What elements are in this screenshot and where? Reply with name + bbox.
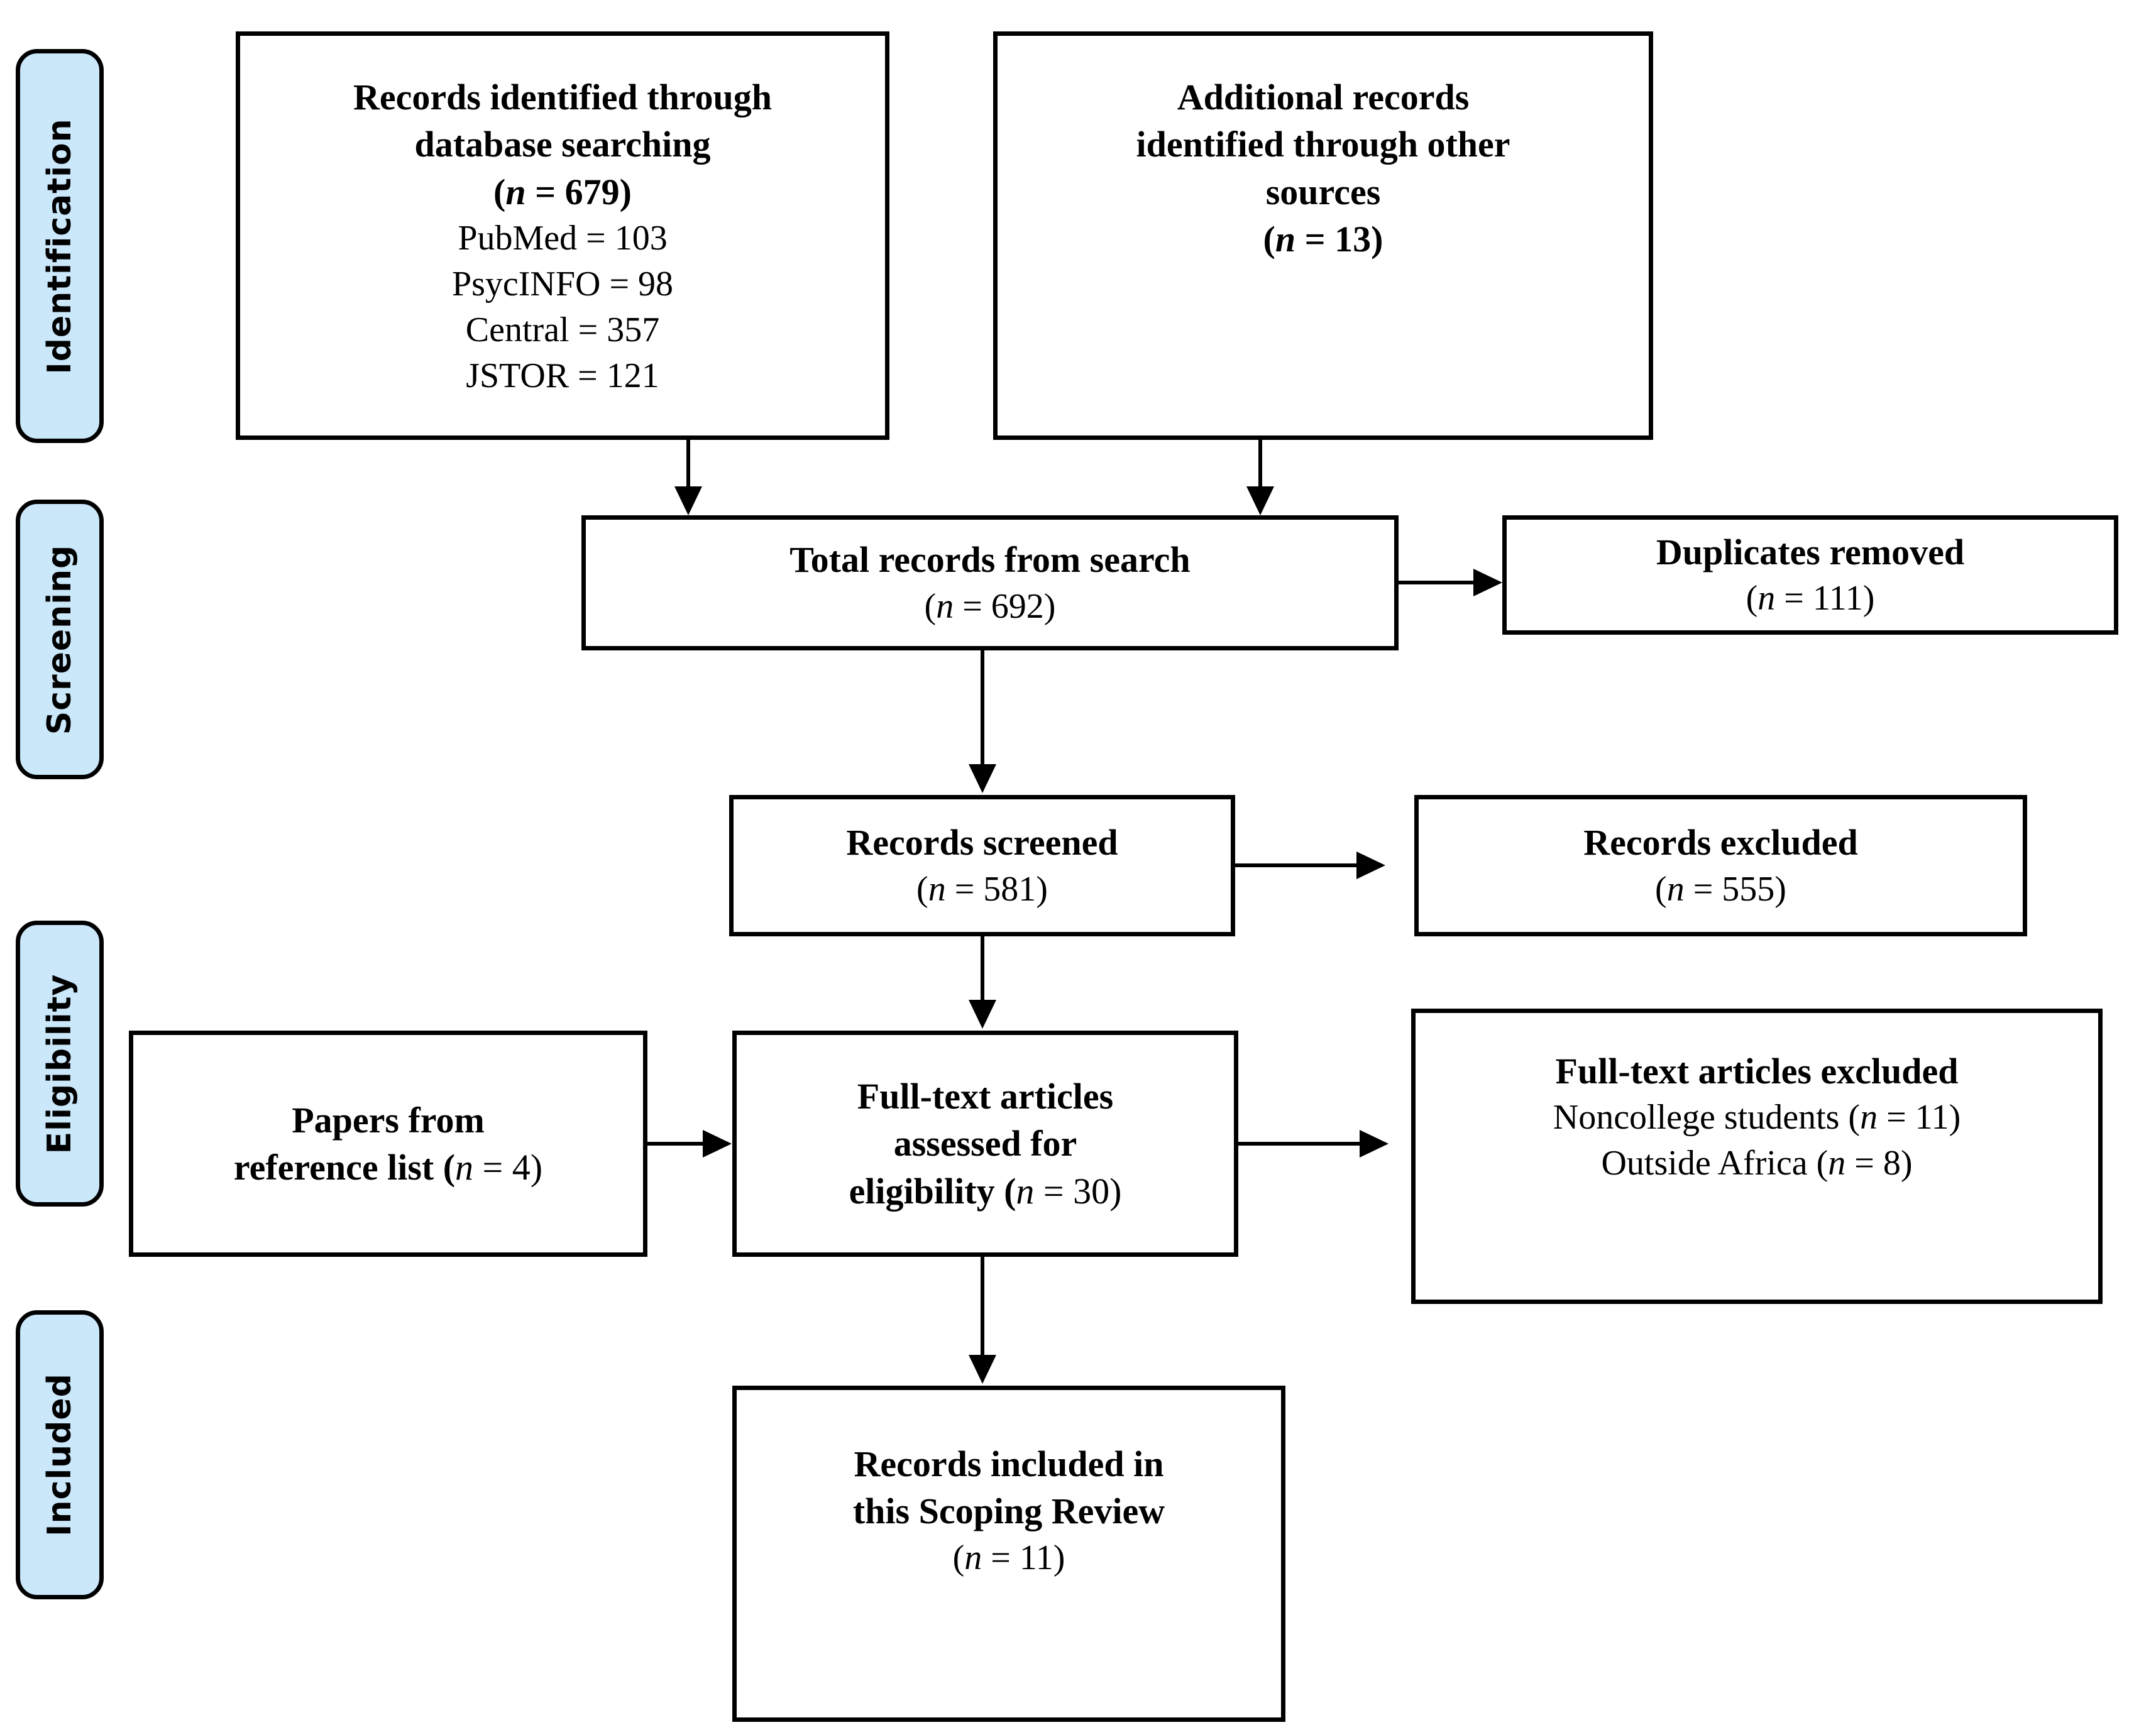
box-additional-records-other-sources: Additional records identified through ot… (993, 31, 1653, 440)
assessed-heading-line3: eligibility (n = 30) (737, 1168, 1234, 1215)
arrowhead-total-to-screened (969, 764, 996, 793)
connector-fulltext-to-included (981, 1257, 984, 1357)
total-count: (n = 692) (586, 584, 1394, 630)
box-papers-from-reference-list: Papers from reference list (n = 4) (129, 1031, 647, 1257)
duplicates-count-prefix: ( (1746, 579, 1758, 618)
total-heading: Total records from search (789, 539, 1191, 581)
included-count-prefix: ( (952, 1538, 965, 1577)
box-records-identified-database: Records identified through database sear… (236, 31, 889, 440)
excluded-count-prefix: ( (1655, 869, 1667, 909)
excluded-count: (n = 555) (1419, 867, 2023, 912)
stage-label-screening: Screening (16, 500, 104, 779)
ftexcluded-heading: Full-text articles excluded (1555, 1051, 1959, 1092)
arrowhead-reflist-to-fulltext (703, 1130, 732, 1158)
arrowhead-db-to-total (674, 486, 702, 515)
box-records-included-scoping-review: Records included in this Scoping Review … (732, 1386, 1285, 1722)
db-heading-line2: database searching (414, 124, 711, 165)
duplicates-count-suffix: = 111) (1775, 579, 1875, 618)
total-count-n: n (936, 586, 954, 626)
excluded-count-suffix: = 555) (1684, 869, 1786, 909)
db-source-central: Central = 357 (465, 310, 660, 349)
ftexcluded-reason1-post: = 11) (1878, 1098, 1961, 1137)
duplicates-heading: Duplicates removed (1656, 531, 1965, 572)
other-count-n: n (1275, 219, 1296, 260)
other-heading-line1: Additional records (1177, 77, 1470, 118)
ftexcluded-reason1-n: n (1860, 1098, 1878, 1137)
total-count-suffix: = 692) (954, 586, 1056, 626)
connector-reflist-to-fulltext (647, 1142, 704, 1146)
assessed-line3-n: n (1016, 1170, 1035, 1212)
db-source-jstor: JSTOR = 121 (466, 356, 659, 395)
box-records-excluded: Records excluded (n = 555) (1414, 795, 2027, 936)
assessed-heading-line2: assessed for (893, 1123, 1077, 1164)
connector-screened-to-fulltext (981, 936, 984, 1002)
db-count: (n = 679) (240, 168, 885, 216)
other-count-suffix: = 13) (1295, 219, 1383, 260)
screened-count-suffix: = 581) (945, 869, 1048, 909)
stage-label-included-text: Included (41, 1373, 79, 1536)
screened-heading: Records screened (846, 822, 1118, 863)
db-source-pubmed: PubMed = 103 (458, 219, 668, 258)
stage-label-identification: Identification (16, 49, 104, 443)
assessed-heading-line1: Full-text articles (857, 1075, 1114, 1117)
db-count-suffix: = 679) (525, 171, 632, 212)
db-count-n: n (505, 171, 526, 212)
arrowhead-screened-to-excluded (1356, 852, 1385, 879)
connector-db-to-total (686, 440, 690, 489)
screened-count: (n = 581) (734, 867, 1231, 912)
included-count: (n = 11) (737, 1535, 1281, 1581)
reflist-heading-line2: reference list (n = 4) (133, 1144, 643, 1191)
screened-count-prefix: ( (916, 869, 928, 909)
reflist-heading-line1: Papers from (292, 1099, 485, 1141)
db-source-psycinfo: PsycINFO = 98 (451, 264, 674, 304)
ftexcluded-reason-noncollege: Noncollege students (n = 11) (1416, 1095, 2098, 1141)
excluded-count-n: n (1666, 869, 1685, 909)
assessed-line3-pre: eligibility ( (849, 1170, 1016, 1212)
box-duplicates-removed: Duplicates removed (n = 111) (1502, 515, 2118, 635)
reflist-line2-post: = 4) (473, 1147, 543, 1188)
stage-label-eligibility-text: Eligibility (41, 973, 79, 1154)
arrowhead-screened-to-fulltext (969, 1000, 996, 1029)
stage-label-screening-text: Screening (41, 544, 79, 735)
reflist-line2-pre: reference list ( (233, 1147, 456, 1188)
db-heading-line1: Records identified through (353, 77, 772, 118)
box-records-screened: Records screened (n = 581) (729, 795, 1235, 936)
duplicates-count-n: n (1757, 579, 1776, 618)
total-count-prefix: ( (924, 586, 937, 626)
screened-count-n: n (928, 869, 946, 909)
included-heading-line2: this Scoping Review (852, 1491, 1165, 1532)
excluded-heading: Records excluded (1583, 822, 1858, 863)
arrowhead-fulltext-to-ftexcluded (1360, 1130, 1389, 1158)
stage-label-eligibility: Eligibility (16, 921, 104, 1207)
connector-total-to-screened (981, 650, 984, 767)
ftexcluded-reason2-pre: Outside Africa ( (1601, 1144, 1829, 1183)
included-heading-line1: Records included in (854, 1443, 1164, 1484)
ftexcluded-reason2-post: = 8) (1845, 1144, 1913, 1183)
ftexcluded-reason-outside-africa: Outside Africa (n = 8) (1416, 1141, 2098, 1186)
box-total-records-from-search: Total records from search (n = 692) (581, 515, 1399, 650)
box-fulltext-articles-excluded: Full-text articles excluded Noncollege s… (1411, 1009, 2103, 1304)
included-count-n: n (964, 1538, 982, 1577)
stage-label-identification-text: Identification (41, 118, 79, 375)
arrowhead-total-to-duplicates (1473, 569, 1502, 596)
box-fulltext-articles-assessed: Full-text articles assessed for eligibil… (732, 1031, 1238, 1257)
db-count-prefix: ( (493, 171, 506, 212)
ftexcluded-reason2-n: n (1828, 1144, 1846, 1183)
duplicates-count: (n = 111) (1507, 576, 2114, 622)
other-heading-line2: identified through other (1136, 124, 1510, 165)
reflist-line2-n: n (455, 1147, 474, 1188)
stage-label-included: Included (16, 1310, 104, 1599)
connector-other-to-total (1258, 440, 1262, 489)
other-count: (n = 13) (998, 216, 1649, 263)
arrowhead-other-to-total (1246, 486, 1274, 515)
included-count-suffix: = 11) (982, 1538, 1065, 1577)
assessed-line3-post: = 30) (1034, 1170, 1122, 1212)
connector-screened-to-excluded (1235, 863, 1358, 867)
arrowhead-fulltext-to-included (969, 1355, 996, 1384)
other-heading-line3: sources (1265, 171, 1381, 212)
connector-total-to-duplicates (1399, 581, 1474, 584)
ftexcluded-reason1-pre: Noncollege students ( (1553, 1098, 1861, 1137)
other-count-prefix: ( (1263, 219, 1275, 260)
connector-fulltext-to-ftexcluded (1238, 1142, 1361, 1146)
